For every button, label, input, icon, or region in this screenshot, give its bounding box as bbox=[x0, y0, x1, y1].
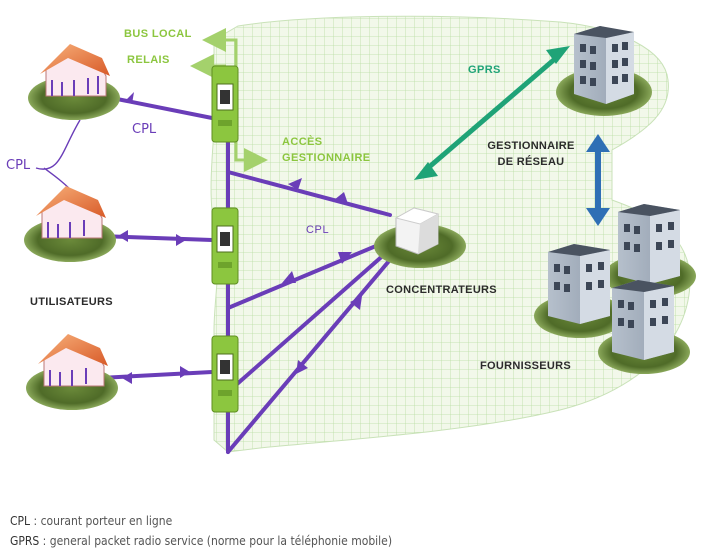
label-acces-2: GESTIONNAIRE bbox=[282, 152, 371, 164]
legend-definition: courant porteur en ligne bbox=[40, 514, 173, 528]
house-meter-links bbox=[98, 94, 214, 380]
meter-middle bbox=[211, 207, 239, 285]
legend-item-cpl: CPL : courant porteur en ligne bbox=[10, 514, 173, 528]
manager-supplier-link bbox=[586, 134, 610, 226]
label-cpl-hand-left: CPL bbox=[6, 158, 31, 173]
network-diagram bbox=[24, 15, 696, 454]
label-utilisateurs: UTILISATEURS bbox=[30, 296, 113, 308]
label-acces-1: ACCÈS bbox=[282, 136, 323, 148]
label-cpl-hand-top: CPL bbox=[132, 122, 157, 137]
supplier-building-3 bbox=[598, 280, 690, 374]
legend-term: CPL bbox=[10, 514, 31, 528]
label-relais: RELAIS bbox=[127, 54, 170, 66]
legend: CPL : courant porteur en ligne GPRS : ge… bbox=[10, 511, 392, 551]
label-gprs: GPRS bbox=[468, 64, 501, 76]
legend-definition: general packet radio service (norme pour… bbox=[49, 534, 393, 548]
legend-term: GPRS bbox=[10, 534, 40, 548]
label-bus-local: BUS LOCAL bbox=[124, 28, 192, 40]
legend-item-gprs: GPRS : general packet radio service (nor… bbox=[10, 534, 393, 548]
network-manager-building bbox=[556, 26, 652, 116]
label-gestionnaire-1: GESTIONNAIRE bbox=[487, 140, 575, 152]
cpl-arrowheads bbox=[282, 178, 362, 374]
house-2 bbox=[24, 186, 116, 262]
meter-top bbox=[211, 65, 239, 143]
gprs-link bbox=[414, 46, 570, 180]
cpl-network bbox=[226, 138, 402, 454]
label-gestionnaire-2: DE RÉSEAU bbox=[497, 156, 565, 168]
concentrator bbox=[374, 207, 466, 268]
label-concentrateurs: CONCENTRATEURS bbox=[386, 284, 497, 296]
supplier-building-2 bbox=[534, 244, 626, 338]
label-fournisseurs: FOURNISSEURS bbox=[480, 360, 571, 372]
label-cpl-center: CPL bbox=[306, 224, 330, 236]
meter-bottom bbox=[211, 335, 239, 413]
house-3 bbox=[26, 334, 118, 410]
house-1 bbox=[28, 44, 120, 120]
